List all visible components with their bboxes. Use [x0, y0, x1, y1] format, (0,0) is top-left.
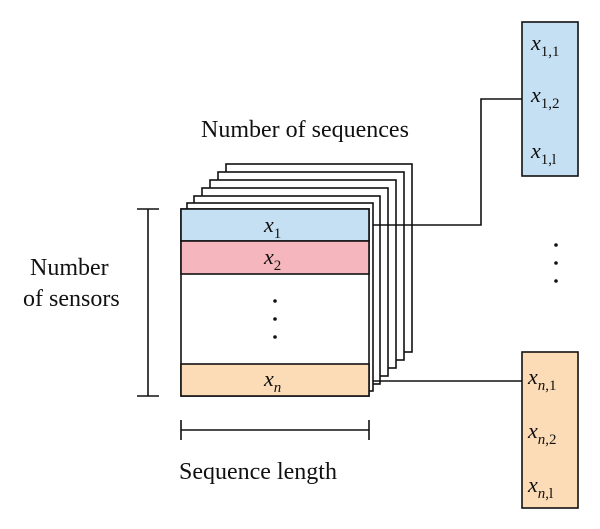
- column-x1-entry-1: x1,1: [530, 30, 560, 60]
- sensors-bracket: [137, 208, 159, 397]
- connector-top: [373, 98, 522, 226]
- column-x1-entry-2: x1,2: [530, 82, 560, 112]
- number-of-sensors-label-line1: Number: [30, 255, 109, 281]
- column-xn: xn,1 xn,2 xn,l: [521, 351, 579, 509]
- matrix-row-n: [180, 363, 370, 397]
- column-xn-entry-1: xn,1: [527, 364, 557, 394]
- row-1-label: x1: [263, 212, 281, 242]
- matrix-row-2: [180, 240, 370, 275]
- length-bracket: [180, 420, 370, 440]
- column-x1-box: [521, 21, 579, 177]
- row-2-label: x2: [263, 244, 281, 274]
- front-matrix: x1 x2 xn: [180, 208, 370, 397]
- column-xn-entry-3: xn,l: [527, 472, 553, 502]
- number-of-sequences-label: Number of sequences: [201, 117, 409, 143]
- sequence-length-label: Sequence length: [179, 459, 337, 485]
- number-of-sensors-label-line2: of sensors: [23, 286, 120, 312]
- connectors: [373, 98, 522, 382]
- column-xn-entry-2: xn,2: [527, 418, 557, 448]
- column-x1-entry-3: x1,l: [530, 138, 556, 168]
- column-xn-box: [521, 351, 579, 509]
- column-vertical-ellipsis: [554, 243, 558, 283]
- matrix-vertical-ellipsis: [273, 299, 277, 339]
- row-n-label: xn: [263, 366, 281, 396]
- column-x1: x1,1 x1,2 x1,l: [521, 21, 579, 177]
- matrix-row-1: [180, 208, 370, 242]
